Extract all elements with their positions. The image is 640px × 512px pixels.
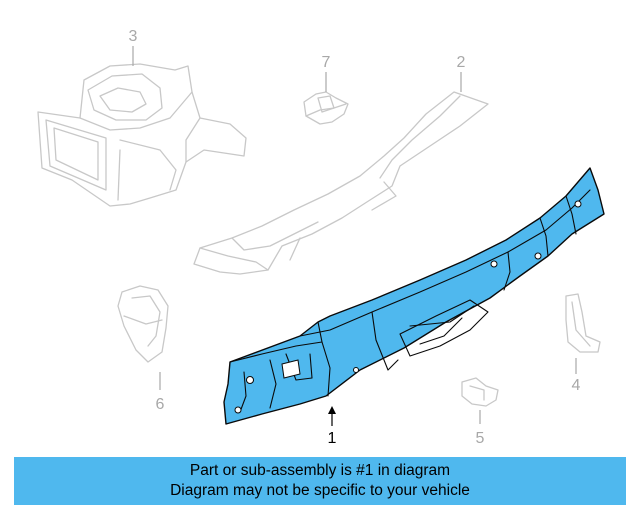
part-5-bracket (461, 377, 499, 407)
callout-3: 3 (129, 28, 138, 45)
part-4-bracket (565, 293, 601, 353)
callout-1: 1 (328, 430, 337, 447)
callout-4: 4 (572, 377, 581, 394)
callout-2: 2 (457, 54, 466, 71)
part-2-rail (193, 91, 489, 275)
part-1-rear-panel (223, 167, 605, 425)
parts-diagram: 3 7 2 6 5 4 (37, 28, 605, 447)
part-6-gusset (117, 285, 169, 363)
callout-7: 7 (322, 54, 331, 71)
callout-5: 5 (476, 430, 485, 447)
part-3-quarter-panel (37, 63, 247, 207)
leader-1-arrowhead (328, 406, 336, 414)
part-7-bracket (303, 91, 349, 125)
banner-line-2: Diagram may not be specific to your vehi… (170, 482, 470, 499)
info-banner: Part or sub-assembly is #1 in diagram Di… (14, 457, 626, 505)
callout-6: 6 (156, 396, 165, 413)
banner-line-1: Part or sub-assembly is #1 in diagram (189, 462, 451, 479)
